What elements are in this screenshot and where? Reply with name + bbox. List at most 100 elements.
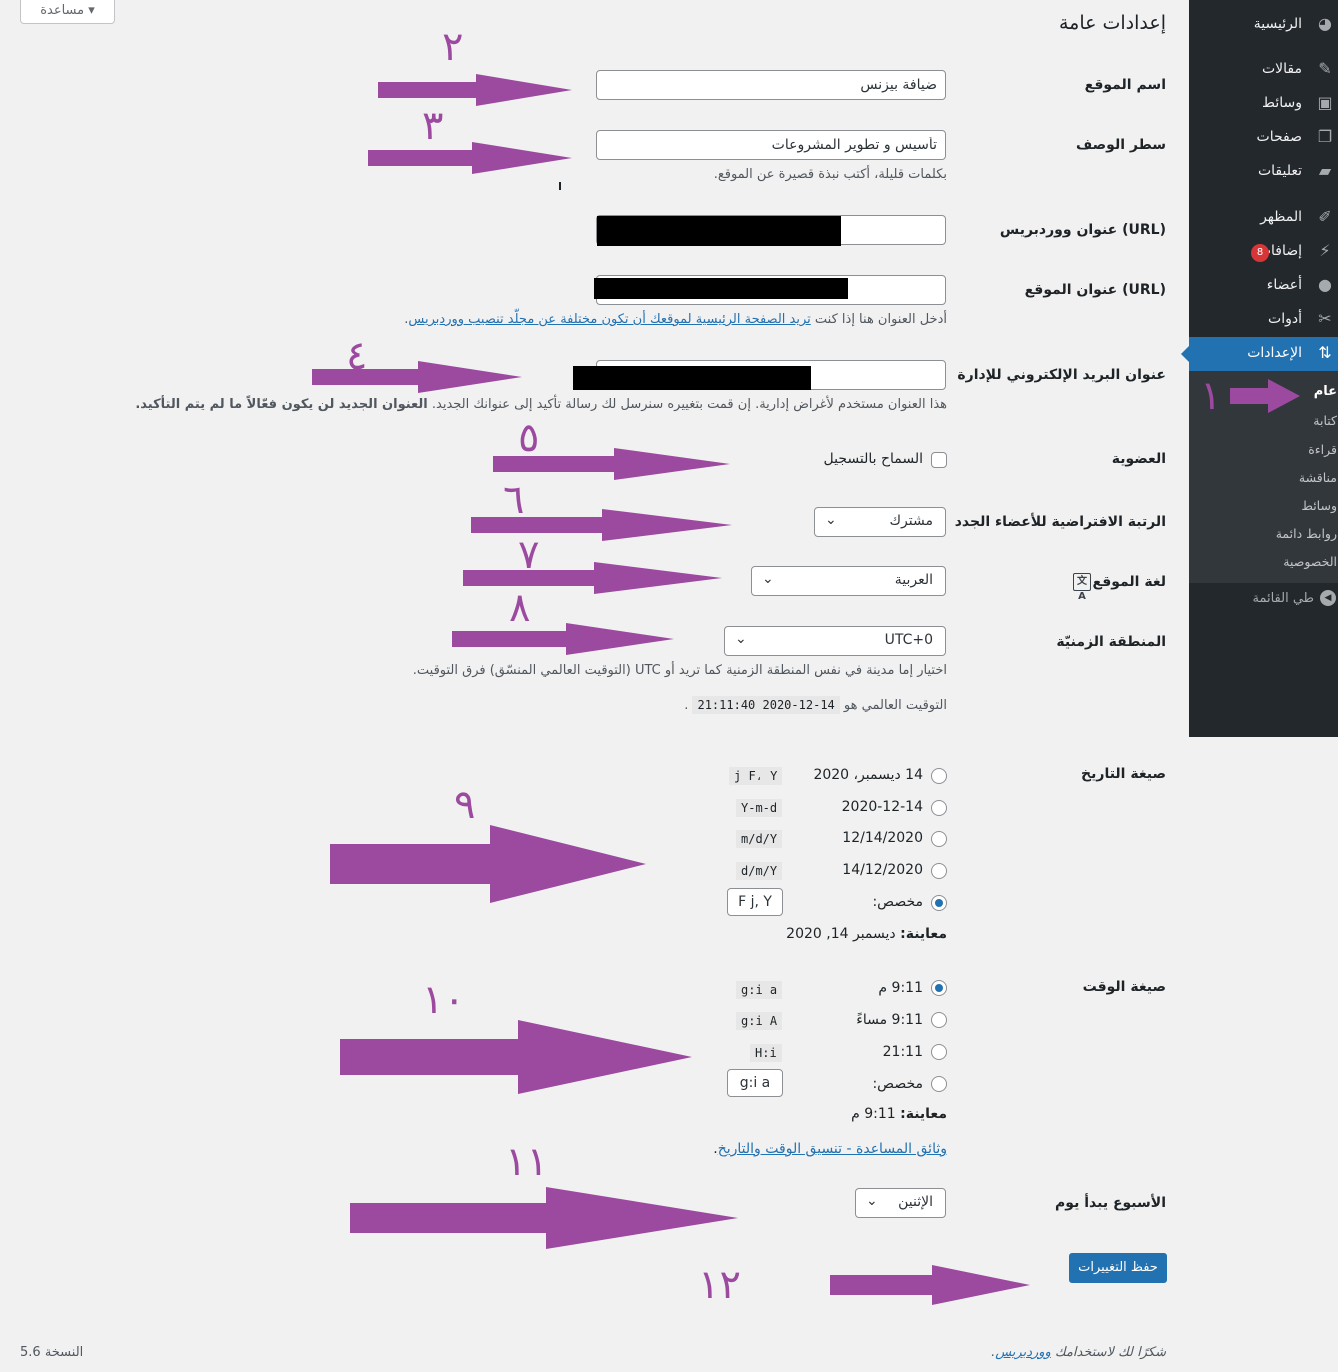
timezone-description: اختيار إما مدينة في نفس المنطقة الزمنية … — [412, 663, 947, 678]
menu-item-media[interactable]: ▣ وسائط — [1262, 93, 1333, 112]
date-format-code: m/d/Y — [736, 830, 783, 848]
utc-time: التوقيت العالمي هو 14-12-2020 21:11:40 . — [684, 696, 947, 714]
time-format-radio-1[interactable] — [931, 980, 947, 996]
menu-item-posts[interactable]: ✎ مقالات — [1189, 53, 1338, 87]
annotation-arrow-4 — [312, 361, 522, 393]
date-time-docs: وثائق المساعدة - تنسيق الوقت والتاريخ. — [713, 1141, 947, 1157]
time-format-preview: معاينة: 9:11 م — [851, 1106, 947, 1122]
default-role-select[interactable]: مشترك ⌄ — [814, 507, 946, 537]
submenu-reading[interactable]: قراءة — [1308, 442, 1337, 457]
pages-icon: ❐ — [1317, 127, 1333, 146]
week-starts-label: الأسبوع يبدأ يوم — [1055, 1195, 1166, 1211]
submenu-writing[interactable]: كتابة — [1313, 413, 1337, 428]
site-title-input[interactable] — [596, 70, 946, 100]
default-role-label: الرتبة الافتراضية للأعضاء الجدد — [954, 514, 1166, 530]
annotation-number-3: ٣ — [422, 103, 444, 149]
redaction-block — [573, 366, 811, 390]
annotation-number-8: ٨ — [509, 585, 531, 631]
time-format-code: H:i — [750, 1044, 782, 1062]
tagline-input[interactable] — [596, 130, 946, 160]
menu-item-dashboard[interactable]: ◕ الرئيسية — [1189, 8, 1338, 42]
annotation-arrow-12 — [830, 1265, 1030, 1305]
annotation-number-1: ١ — [1200, 373, 1222, 419]
date-format-radio-1[interactable] — [931, 768, 947, 784]
date-time-docs-link[interactable]: وثائق المساعدة - تنسيق الوقت والتاريخ — [717, 1141, 947, 1157]
date-format-custom-input[interactable]: F j, Y — [727, 888, 783, 916]
annotation-arrow-3 — [368, 142, 572, 174]
membership-label: العضوية — [1111, 451, 1166, 467]
time-format-radio-custom[interactable] — [931, 1076, 947, 1092]
time-format-radio-2[interactable] — [931, 1012, 947, 1028]
submenu-media[interactable]: وسائط — [1301, 498, 1337, 513]
annotation-number-11: ١١ — [505, 1139, 548, 1185]
annotation-number-9: ٩ — [454, 782, 476, 828]
collapse-menu-button[interactable]: ◀ طي القائمة — [1189, 590, 1338, 610]
media-icon: ▣ — [1317, 93, 1333, 112]
chevron-down-icon: ⌄ — [762, 571, 774, 587]
chevron-down-icon: ⌄ — [866, 1193, 878, 1209]
date-format-code: Y-m-d — [736, 799, 783, 817]
week-starts-select[interactable]: الإثنين ⌄ — [855, 1188, 946, 1218]
site-url-help-link[interactable]: تريد الصفحة الرئيسية لموقعك أن تكون مختل… — [408, 312, 811, 327]
footer-thanks: شكرًا لك لاستخدامك ووردبريس. — [991, 1345, 1166, 1360]
site-url-label: عنوان الموقع (URL) — [1024, 282, 1166, 298]
annotation-number-2: ٢ — [442, 24, 464, 70]
admin-email-label: عنوان البريد الإلكتروني للإدارة — [957, 367, 1166, 383]
redaction-block — [594, 278, 848, 299]
admin-email-description: هذا العنوان مستخدم لأغراض إدارية. إن قمت… — [135, 397, 947, 412]
save-changes-button[interactable]: حفظ التغييرات — [1069, 1253, 1167, 1283]
page-title: إعدادات عامة — [1058, 12, 1166, 34]
annotation-number-10: ١٠ — [422, 977, 465, 1023]
annotation-arrow-11 — [350, 1187, 738, 1249]
time-format-radio-3[interactable] — [931, 1044, 947, 1060]
chevron-down-icon: ⌄ — [735, 631, 747, 647]
date-format-radio-2[interactable] — [931, 800, 947, 816]
time-format-custom-input[interactable]: g:i a — [727, 1069, 783, 1097]
date-format-label: صيغة التاريخ — [1081, 766, 1166, 782]
menu-item-comments[interactable]: ▰ تعليقات — [1189, 155, 1338, 189]
site-language-select[interactable]: العربية ⌄ — [751, 566, 946, 596]
footer-version: النسخة 5.6 — [20, 1345, 84, 1360]
redaction-block — [597, 216, 841, 246]
menu-item-pages[interactable]: ❐ صفحات — [1256, 127, 1333, 146]
time-format-code: g:i a — [736, 981, 783, 999]
annotation-arrow-8 — [452, 623, 674, 655]
allow-registration-checkbox[interactable] — [931, 452, 947, 468]
menu-item-users[interactable]: ● أعضاء — [1189, 269, 1338, 303]
menu-item-appearance[interactable]: ✐ المظهر — [1189, 201, 1338, 235]
date-format-radio-3[interactable] — [931, 831, 947, 847]
annotation-arrow-2 — [378, 74, 572, 106]
chevron-down-icon: ⌄ — [825, 512, 837, 528]
submenu-privacy[interactable]: الخصوصية — [1283, 554, 1337, 569]
date-format-radio-custom[interactable] — [931, 895, 947, 911]
translation-icon: 文A — [1073, 573, 1091, 602]
annotation-arrow-10 — [340, 1020, 692, 1094]
active-menu-pointer — [1181, 346, 1189, 362]
wordpress-link[interactable]: ووردبريس — [995, 1345, 1051, 1360]
timezone-label: المنطقة الزمنيّة — [1056, 634, 1166, 650]
annotation-arrow-9 — [330, 825, 646, 903]
pin-icon: ✎ — [1318, 59, 1332, 78]
submenu-discussion[interactable]: مناقشة — [1298, 470, 1337, 485]
timezone-select[interactable]: UTC+0 ⌄ — [724, 626, 946, 656]
users-icon: ● — [1318, 275, 1332, 294]
menu-item-plugins[interactable]: ⚡ إضافات 8 — [1189, 235, 1338, 269]
date-format-radio-4[interactable] — [931, 863, 947, 879]
admin-sidebar: ◕ الرئيسية ✎ مقالات ▣ وسائط ❐ صفحات ▰ تع… — [1181, 0, 1338, 737]
tagline-description: بكلمات قليلة، أكتب نبذة قصيرة عن الموقع. — [713, 167, 947, 182]
allow-registration-label: السماح بالتسجيل — [823, 451, 924, 467]
annotation-number-5: ٥ — [518, 415, 540, 461]
date-format-preview: معاينة: ديسمبر 14, 2020 — [786, 926, 947, 942]
text-cursor — [559, 182, 561, 190]
settings-icon: ⇅ — [1318, 343, 1332, 362]
annotation-number-12: ١٢ — [698, 1262, 741, 1308]
help-tab[interactable]: مساعدة ▾ — [20, 0, 115, 24]
submenu-permalinks[interactable]: روابط دائمة — [1275, 526, 1337, 541]
tools-icon: ✂ — [1318, 309, 1332, 328]
menu-item-settings[interactable]: ⇅ الإعدادات — [1181, 337, 1338, 371]
time-format-label: صيغة الوقت — [1082, 979, 1166, 995]
submenu-general[interactable]: عام — [1313, 384, 1337, 399]
menu-item-tools[interactable]: ✂ أدوات — [1189, 303, 1338, 337]
annotation-number-7: ٧ — [518, 532, 540, 578]
